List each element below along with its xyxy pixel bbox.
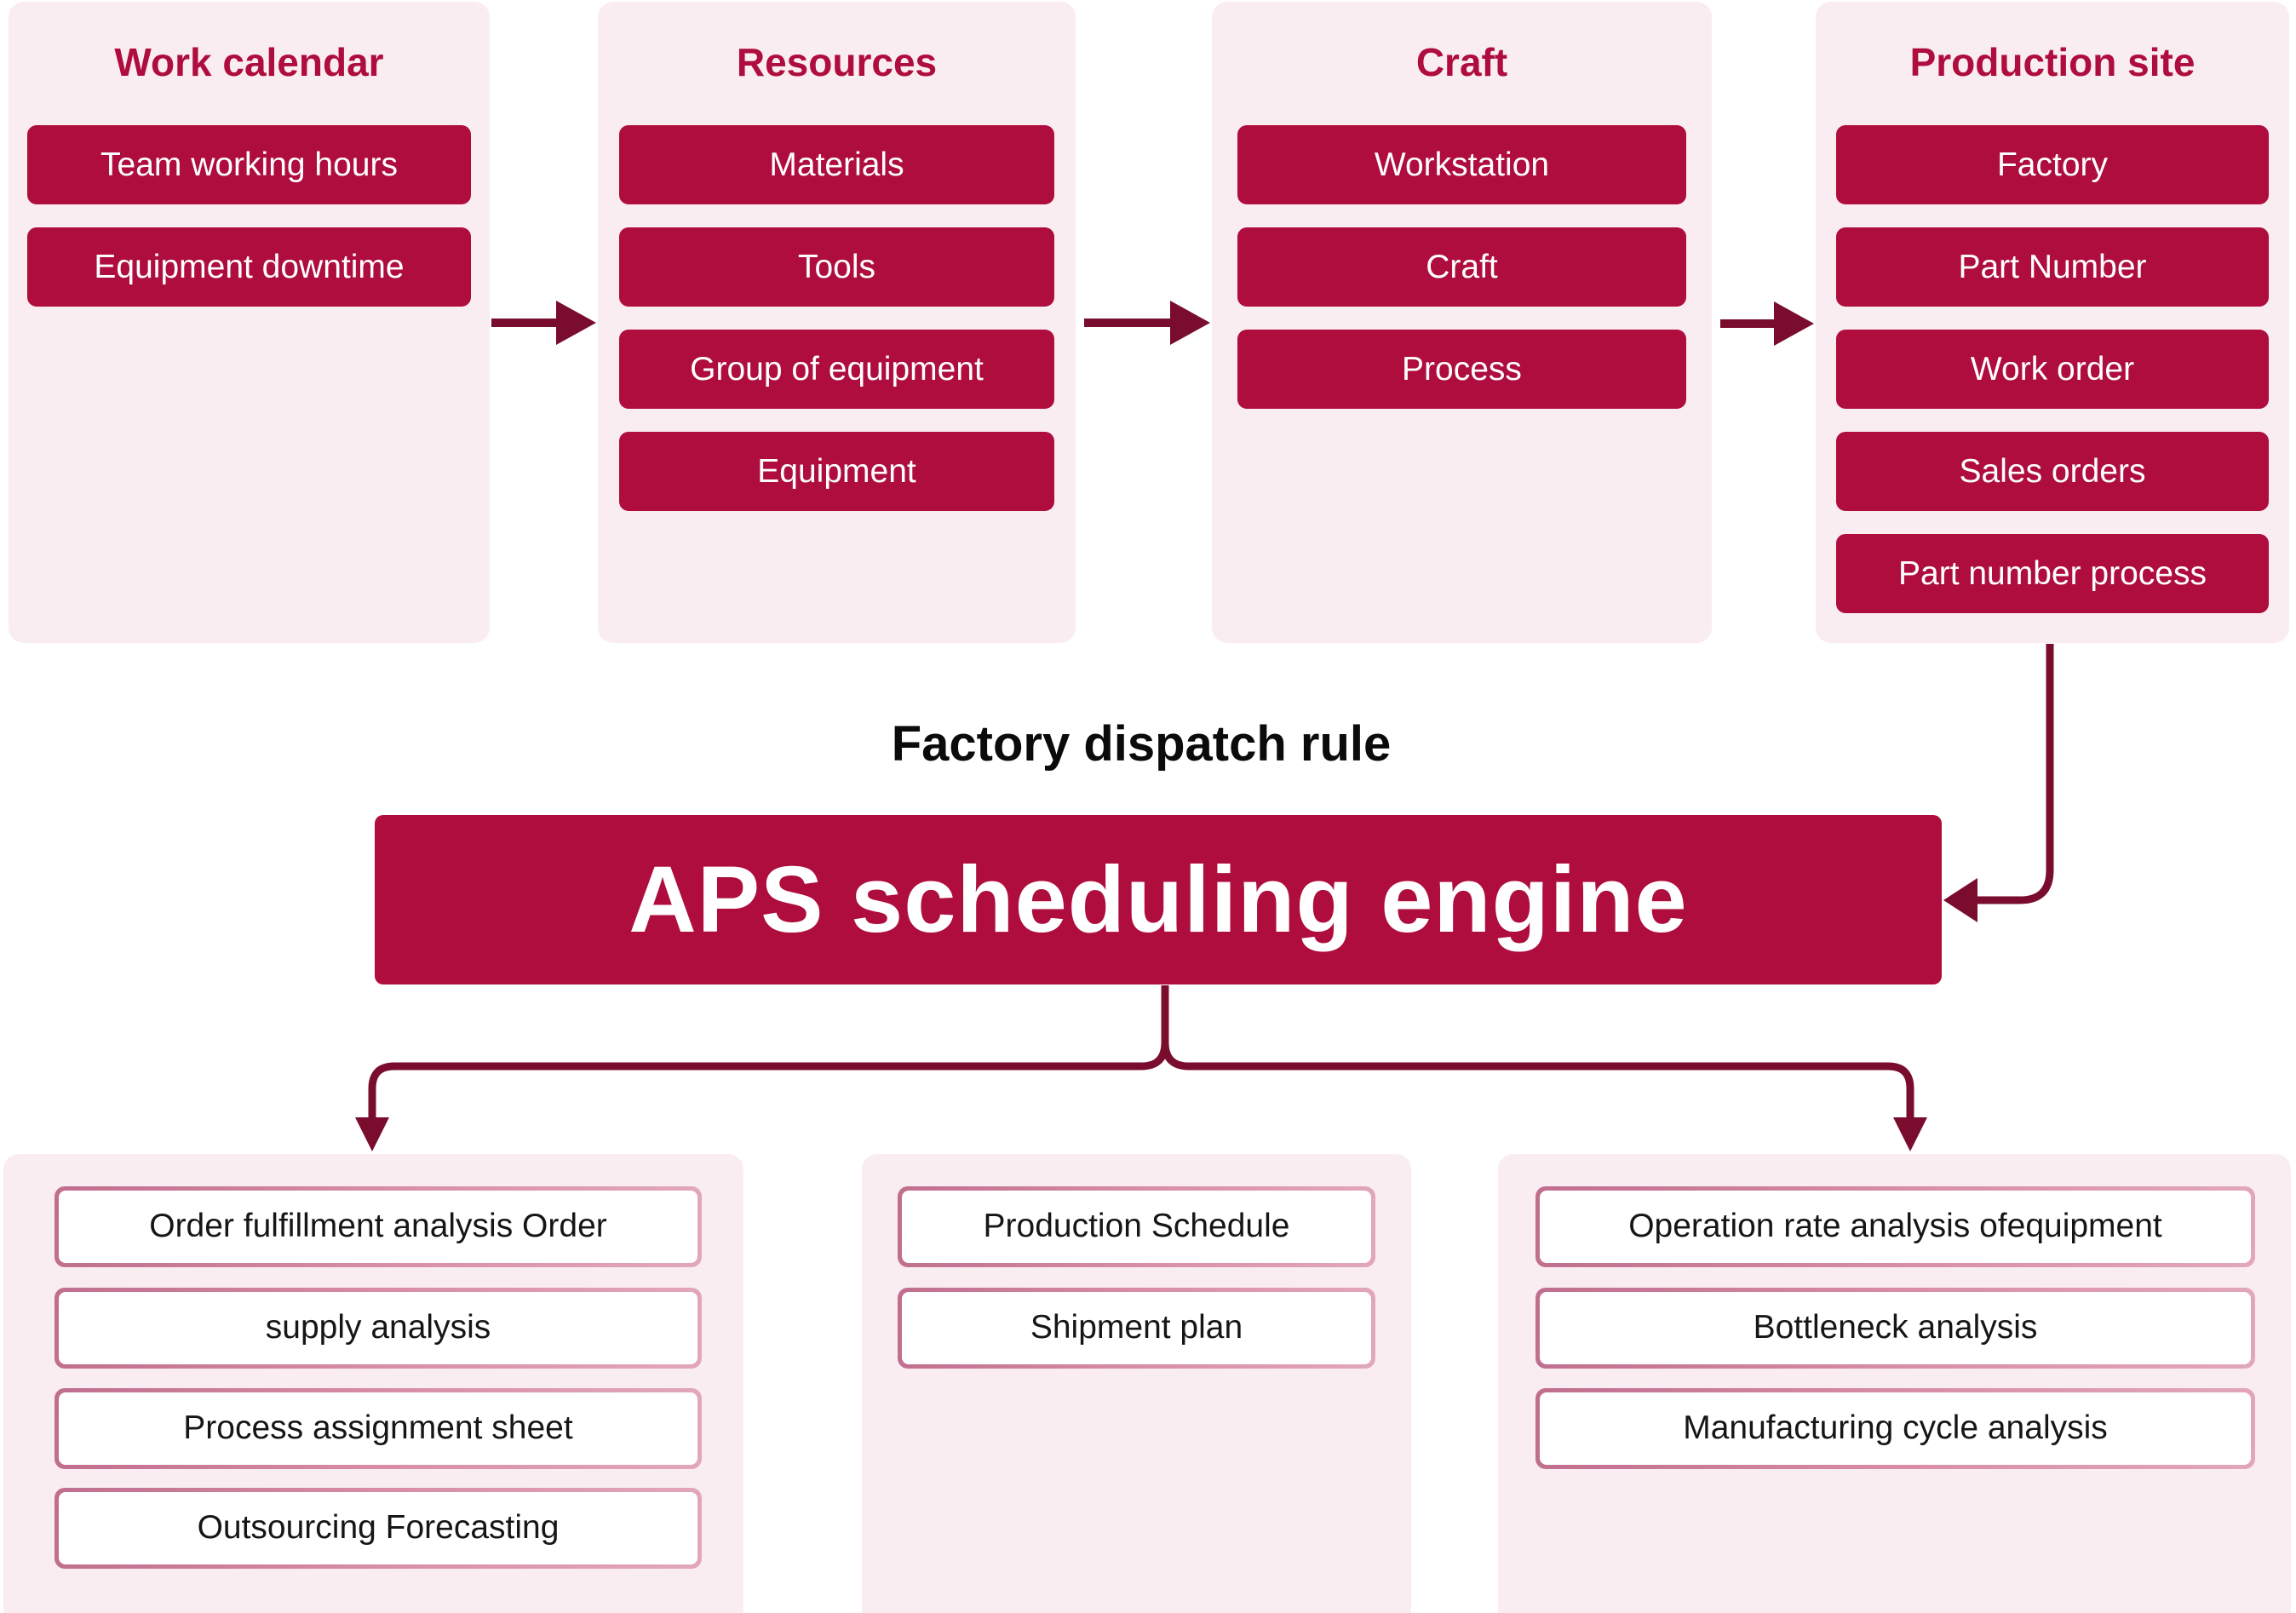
node-materials: Materials	[619, 125, 1054, 204]
factory-dispatch-rule-heading: Factory dispatch rule	[891, 716, 1392, 772]
outbox-operation-rate-analysis-label: Operation rate analysis ofequipment	[1540, 1191, 2251, 1263]
node-work-order: Work order	[1836, 330, 2269, 409]
branch-left-head	[355, 1117, 389, 1151]
outbox-order-fulfillment-analysis-label: Order fulfillment analysis Order	[59, 1191, 697, 1263]
panel-equipment-analysis: Operation rate analysis ofequipment Bott…	[1498, 1154, 2291, 1613]
panel-production-site-title: Production site	[1909, 40, 2196, 84]
outbox-manufacturing-cycle-analysis: Manufacturing cycle analysis	[1535, 1388, 2255, 1469]
panel-work-calendar-title: Work calendar	[114, 40, 384, 84]
node-equipment: Equipment	[619, 432, 1054, 511]
outbox-shipment-plan: Shipment plan	[898, 1288, 1375, 1369]
node-part-number-process: Part number process	[1836, 534, 2269, 613]
outbox-bottleneck-analysis: Bottleneck analysis	[1535, 1288, 2255, 1369]
outbox-outsourcing-forecasting: Outsourcing Forecasting	[55, 1488, 702, 1569]
panel-schedule-outputs: Production Schedule Shipment plan	[862, 1154, 1411, 1613]
panel-resources-title: Resources	[736, 40, 938, 84]
outbox-process-assignment-sheet-label: Process assignment sheet	[59, 1392, 697, 1465]
panel-order-analysis: Order fulfillment analysis Order supply …	[3, 1154, 743, 1613]
arrow-craft-to-production-head	[1774, 301, 1814, 346]
node-team-working-hours: Team working hours	[27, 125, 471, 204]
node-sales-orders: Sales orders	[1836, 432, 2269, 511]
panel-work-calendar: Work calendar Team working hours Equipme…	[9, 2, 490, 643]
outbox-shipment-plan-label: Shipment plan	[902, 1292, 1371, 1364]
outbox-supply-analysis-label: supply analysis	[59, 1292, 697, 1364]
outbox-supply-analysis: supply analysis	[55, 1288, 702, 1369]
panel-resources: Resources Materials Tools Group of equip…	[598, 2, 1076, 643]
outbox-process-assignment-sheet: Process assignment sheet	[55, 1388, 702, 1469]
node-workstation: Workstation	[1237, 125, 1686, 204]
branch-right	[1161, 1042, 1914, 1121]
panel-craft-title: Craft	[1415, 40, 1508, 84]
outbox-operation-rate-analysis: Operation rate analysis ofequipment	[1535, 1186, 2255, 1267]
node-part-number: Part Number	[1836, 227, 2269, 307]
node-tools: Tools	[619, 227, 1054, 307]
node-equipment-downtime: Equipment downtime	[27, 227, 471, 307]
elbow-production-to-engine-head	[1943, 878, 1977, 922]
outbox-production-schedule: Production Schedule	[898, 1186, 1375, 1267]
panel-production-site: Production site Factory Part Number Work…	[1816, 2, 2289, 643]
outbox-order-fulfillment-analysis: Order fulfillment analysis Order	[55, 1186, 702, 1267]
node-factory: Factory	[1836, 125, 2269, 204]
panel-craft: Craft Workstation Craft Process	[1212, 2, 1712, 643]
branch-left	[368, 1042, 1169, 1121]
outbox-bottleneck-analysis-label: Bottleneck analysis	[1540, 1292, 2251, 1364]
node-process: Process	[1237, 330, 1686, 409]
aps-scheduling-engine-banner: APS scheduling engine	[375, 815, 1942, 984]
node-group-of-equipment: Group of equipment	[619, 330, 1054, 409]
outbox-production-schedule-label: Production Schedule	[902, 1191, 1371, 1263]
outbox-manufacturing-cycle-analysis-label: Manufacturing cycle analysis	[1540, 1392, 2251, 1465]
outbox-outsourcing-forecasting-label: Outsourcing Forecasting	[59, 1492, 697, 1564]
node-craft: Craft	[1237, 227, 1686, 307]
elbow-production-to-engine	[1977, 644, 2054, 904]
branch-right-head	[1893, 1117, 1927, 1151]
arrow-resources-to-craft-head	[1170, 301, 1210, 345]
arrow-work-to-resources-head	[556, 301, 596, 345]
